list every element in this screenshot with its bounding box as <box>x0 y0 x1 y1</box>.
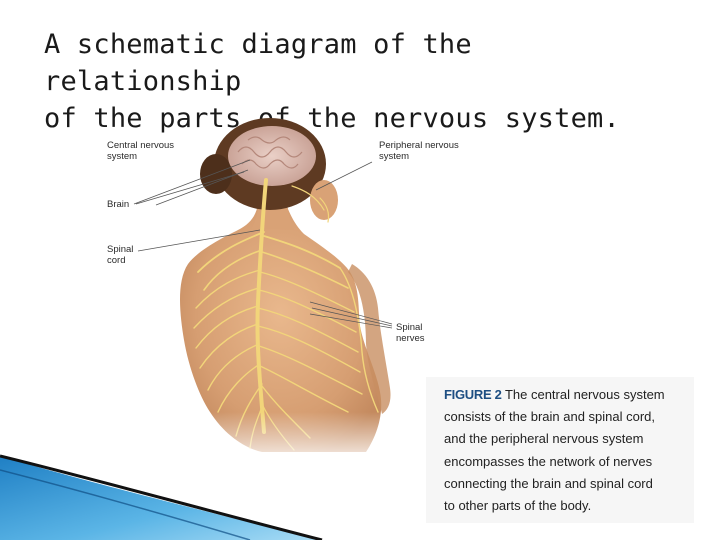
brain-shape <box>228 126 316 186</box>
label-brain: Brain <box>107 199 130 210</box>
label-central-nervous-system: Central nervous system <box>107 140 175 162</box>
figure-caption: FIGURE 2 The central nervous system cons… <box>426 377 694 523</box>
nervous-system-figure: Central nervous system Brain Spinal cord… <box>48 112 520 468</box>
caption-line-6: to other parts of the body. <box>444 498 592 514</box>
figure-number: FIGURE 2 <box>444 387 502 402</box>
slide-title: A schematic diagram of the relationship … <box>44 26 684 137</box>
leader-lines <box>133 159 393 329</box>
label-peripheral-nervous-system: Peripheral nervous system <box>379 140 459 162</box>
caption-line-2: consists of the brain and spinal cord, <box>444 409 656 425</box>
slide-title-line-1: A schematic diagram of the relationship <box>44 29 472 97</box>
slide-title-line-2: of the parts of the nervous system. <box>44 103 620 134</box>
nerve-network <box>193 178 379 451</box>
caption-line-1: The central nervous system <box>504 387 665 402</box>
caption-line-4: encompasses the network of nerves <box>444 453 653 469</box>
head <box>200 118 338 220</box>
caption-line-5: connecting the brain and spinal cord <box>444 475 653 491</box>
label-spinal-nerves: Spinal nerves <box>396 322 425 344</box>
caption-line-3: and the peripheral nervous system <box>444 431 644 447</box>
label-spinal-cord: Spinal cord <box>107 244 134 266</box>
